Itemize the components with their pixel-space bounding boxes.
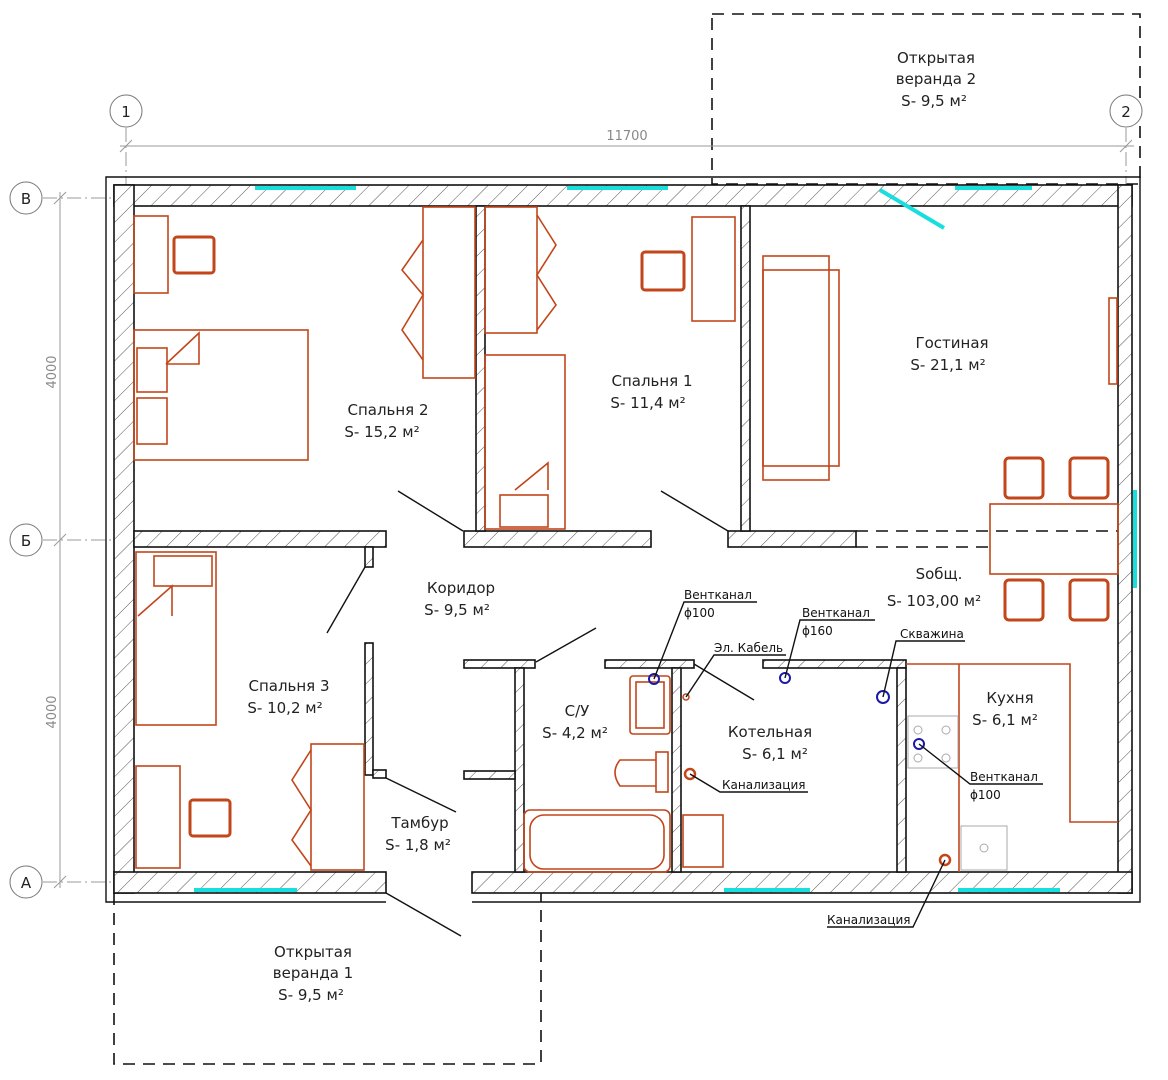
utility-markers bbox=[648, 672, 952, 867]
callout-leaders bbox=[653, 601, 1043, 928]
svg-text:А: А bbox=[21, 874, 32, 892]
svg-text:S- 103,00 м²: S- 103,00 м² bbox=[887, 592, 981, 610]
callout-ventkanal-160: Вентканал bbox=[802, 606, 870, 620]
callout-skvazhina: Скважина bbox=[900, 627, 964, 641]
room-label-bedroom-2: Спальня 2 S- 15,2 м² bbox=[344, 401, 428, 441]
svg-text:Тамбур: Тамбур bbox=[390, 814, 448, 832]
svg-text:S- 9,5 м²: S- 9,5 м² bbox=[424, 601, 490, 619]
callout-kanalizatsiya-boiler: Канализация bbox=[722, 778, 805, 792]
svg-text:2: 2 bbox=[1121, 103, 1131, 121]
svg-text:Sобщ.: Sобщ. bbox=[916, 565, 963, 583]
veranda-2-outline bbox=[711, 13, 1141, 185]
callout-ventkanal-160-size: ϕ160 bbox=[802, 624, 833, 638]
svg-text:Гостиная: Гостиная bbox=[915, 334, 988, 352]
svg-text:S- 9,5 м²: S- 9,5 м² bbox=[278, 986, 344, 1004]
svg-text:S- 11,4 м²: S- 11,4 м² bbox=[610, 394, 685, 412]
svg-text:Б: Б bbox=[21, 532, 31, 550]
svg-text:S- 15,2 м²: S- 15,2 м² bbox=[344, 423, 419, 441]
axis-bubble-a: А bbox=[9, 865, 43, 899]
svg-text:S- 6,1 м²: S- 6,1 м² bbox=[742, 745, 808, 763]
dimension-height-top: 4000 bbox=[45, 355, 60, 388]
svg-text:Спальня 2: Спальня 2 bbox=[347, 401, 428, 419]
svg-text:S- 4,2 м²: S- 4,2 м² bbox=[542, 724, 608, 742]
svg-text:веранда 2: веранда 2 bbox=[896, 70, 976, 88]
callout-ventkanal-100-kitchen: Вентканал bbox=[970, 770, 1038, 784]
room-label-bedroom-3: Спальня 3 S- 10,2 м² bbox=[247, 677, 329, 717]
axis-bubble-b: Б bbox=[9, 523, 43, 557]
svg-text:S- 10,2 м²: S- 10,2 м² bbox=[247, 699, 322, 717]
veranda-1-label: Открытая веранда 1 S- 9,5 м² bbox=[273, 943, 353, 1004]
windows bbox=[194, 186, 1137, 892]
room-label-corridor: Коридор S- 9,5 м² bbox=[424, 579, 495, 619]
callout-ventkanal-100-kitchen-size: ϕ100 bbox=[970, 788, 1001, 802]
axis-bubble-1: 1 bbox=[109, 94, 143, 128]
axis-bubble-v: В bbox=[9, 181, 43, 215]
dimension-height-bottom: 4000 bbox=[45, 695, 60, 728]
furniture bbox=[133, 206, 1119, 873]
svg-text:S- 1,8 м²: S- 1,8 м² bbox=[385, 836, 451, 854]
svg-text:Кухня: Кухня bbox=[986, 689, 1033, 707]
svg-text:S- 9,5 м²: S- 9,5 м² bbox=[901, 92, 967, 110]
room-label-vestibule: Тамбур S- 1,8 м² bbox=[385, 814, 451, 854]
svg-text:В: В bbox=[21, 190, 31, 208]
svg-text:1: 1 bbox=[121, 103, 131, 121]
svg-text:Открытая: Открытая bbox=[897, 49, 975, 67]
veranda-1-outline bbox=[113, 893, 542, 1065]
callout-ventkanal-100-su: Вентканал bbox=[684, 588, 752, 602]
walls bbox=[113, 184, 1133, 894]
svg-text:Спальня 3: Спальня 3 bbox=[248, 677, 329, 695]
room-label-living: Гостиная S- 21,1 м² bbox=[910, 334, 988, 374]
veranda-2-label: Открытая веранда 2 S- 9,5 м² bbox=[896, 49, 976, 110]
svg-text:S- 6,1 м²: S- 6,1 м² bbox=[972, 711, 1038, 729]
room-label-kitchen: Кухня S- 6,1 м² bbox=[972, 689, 1038, 729]
svg-text:Коридор: Коридор bbox=[427, 579, 495, 597]
room-label-bathroom: С/У S- 4,2 м² bbox=[542, 702, 608, 742]
dimension-width: 11700 bbox=[606, 129, 647, 144]
svg-text:Котельная: Котельная bbox=[728, 723, 812, 741]
outer-outline bbox=[105, 176, 1141, 903]
room-label-bedroom-1: Спальня 1 S- 11,4 м² bbox=[610, 372, 692, 412]
svg-text:С/У: С/У bbox=[565, 702, 590, 720]
callout-kanalizatsiya-kitchen: Канализация bbox=[827, 913, 910, 927]
callout-el-cable: Эл. Кабель bbox=[714, 641, 783, 655]
callout-ventkanal-100-su-size: ϕ100 bbox=[684, 606, 715, 620]
svg-text:веранда 1: веранда 1 bbox=[273, 964, 353, 982]
svg-text:Спальня 1: Спальня 1 bbox=[611, 372, 692, 390]
svg-text:Открытая: Открытая bbox=[274, 943, 352, 961]
room-label-boiler-room: Котельная S- 6,1 м² bbox=[728, 723, 812, 763]
svg-text:S- 21,1 м²: S- 21,1 м² bbox=[910, 356, 985, 374]
axis-bubble-2: 2 bbox=[1109, 94, 1143, 128]
total-area-label: Sобщ. S- 103,00 м² bbox=[887, 565, 981, 610]
